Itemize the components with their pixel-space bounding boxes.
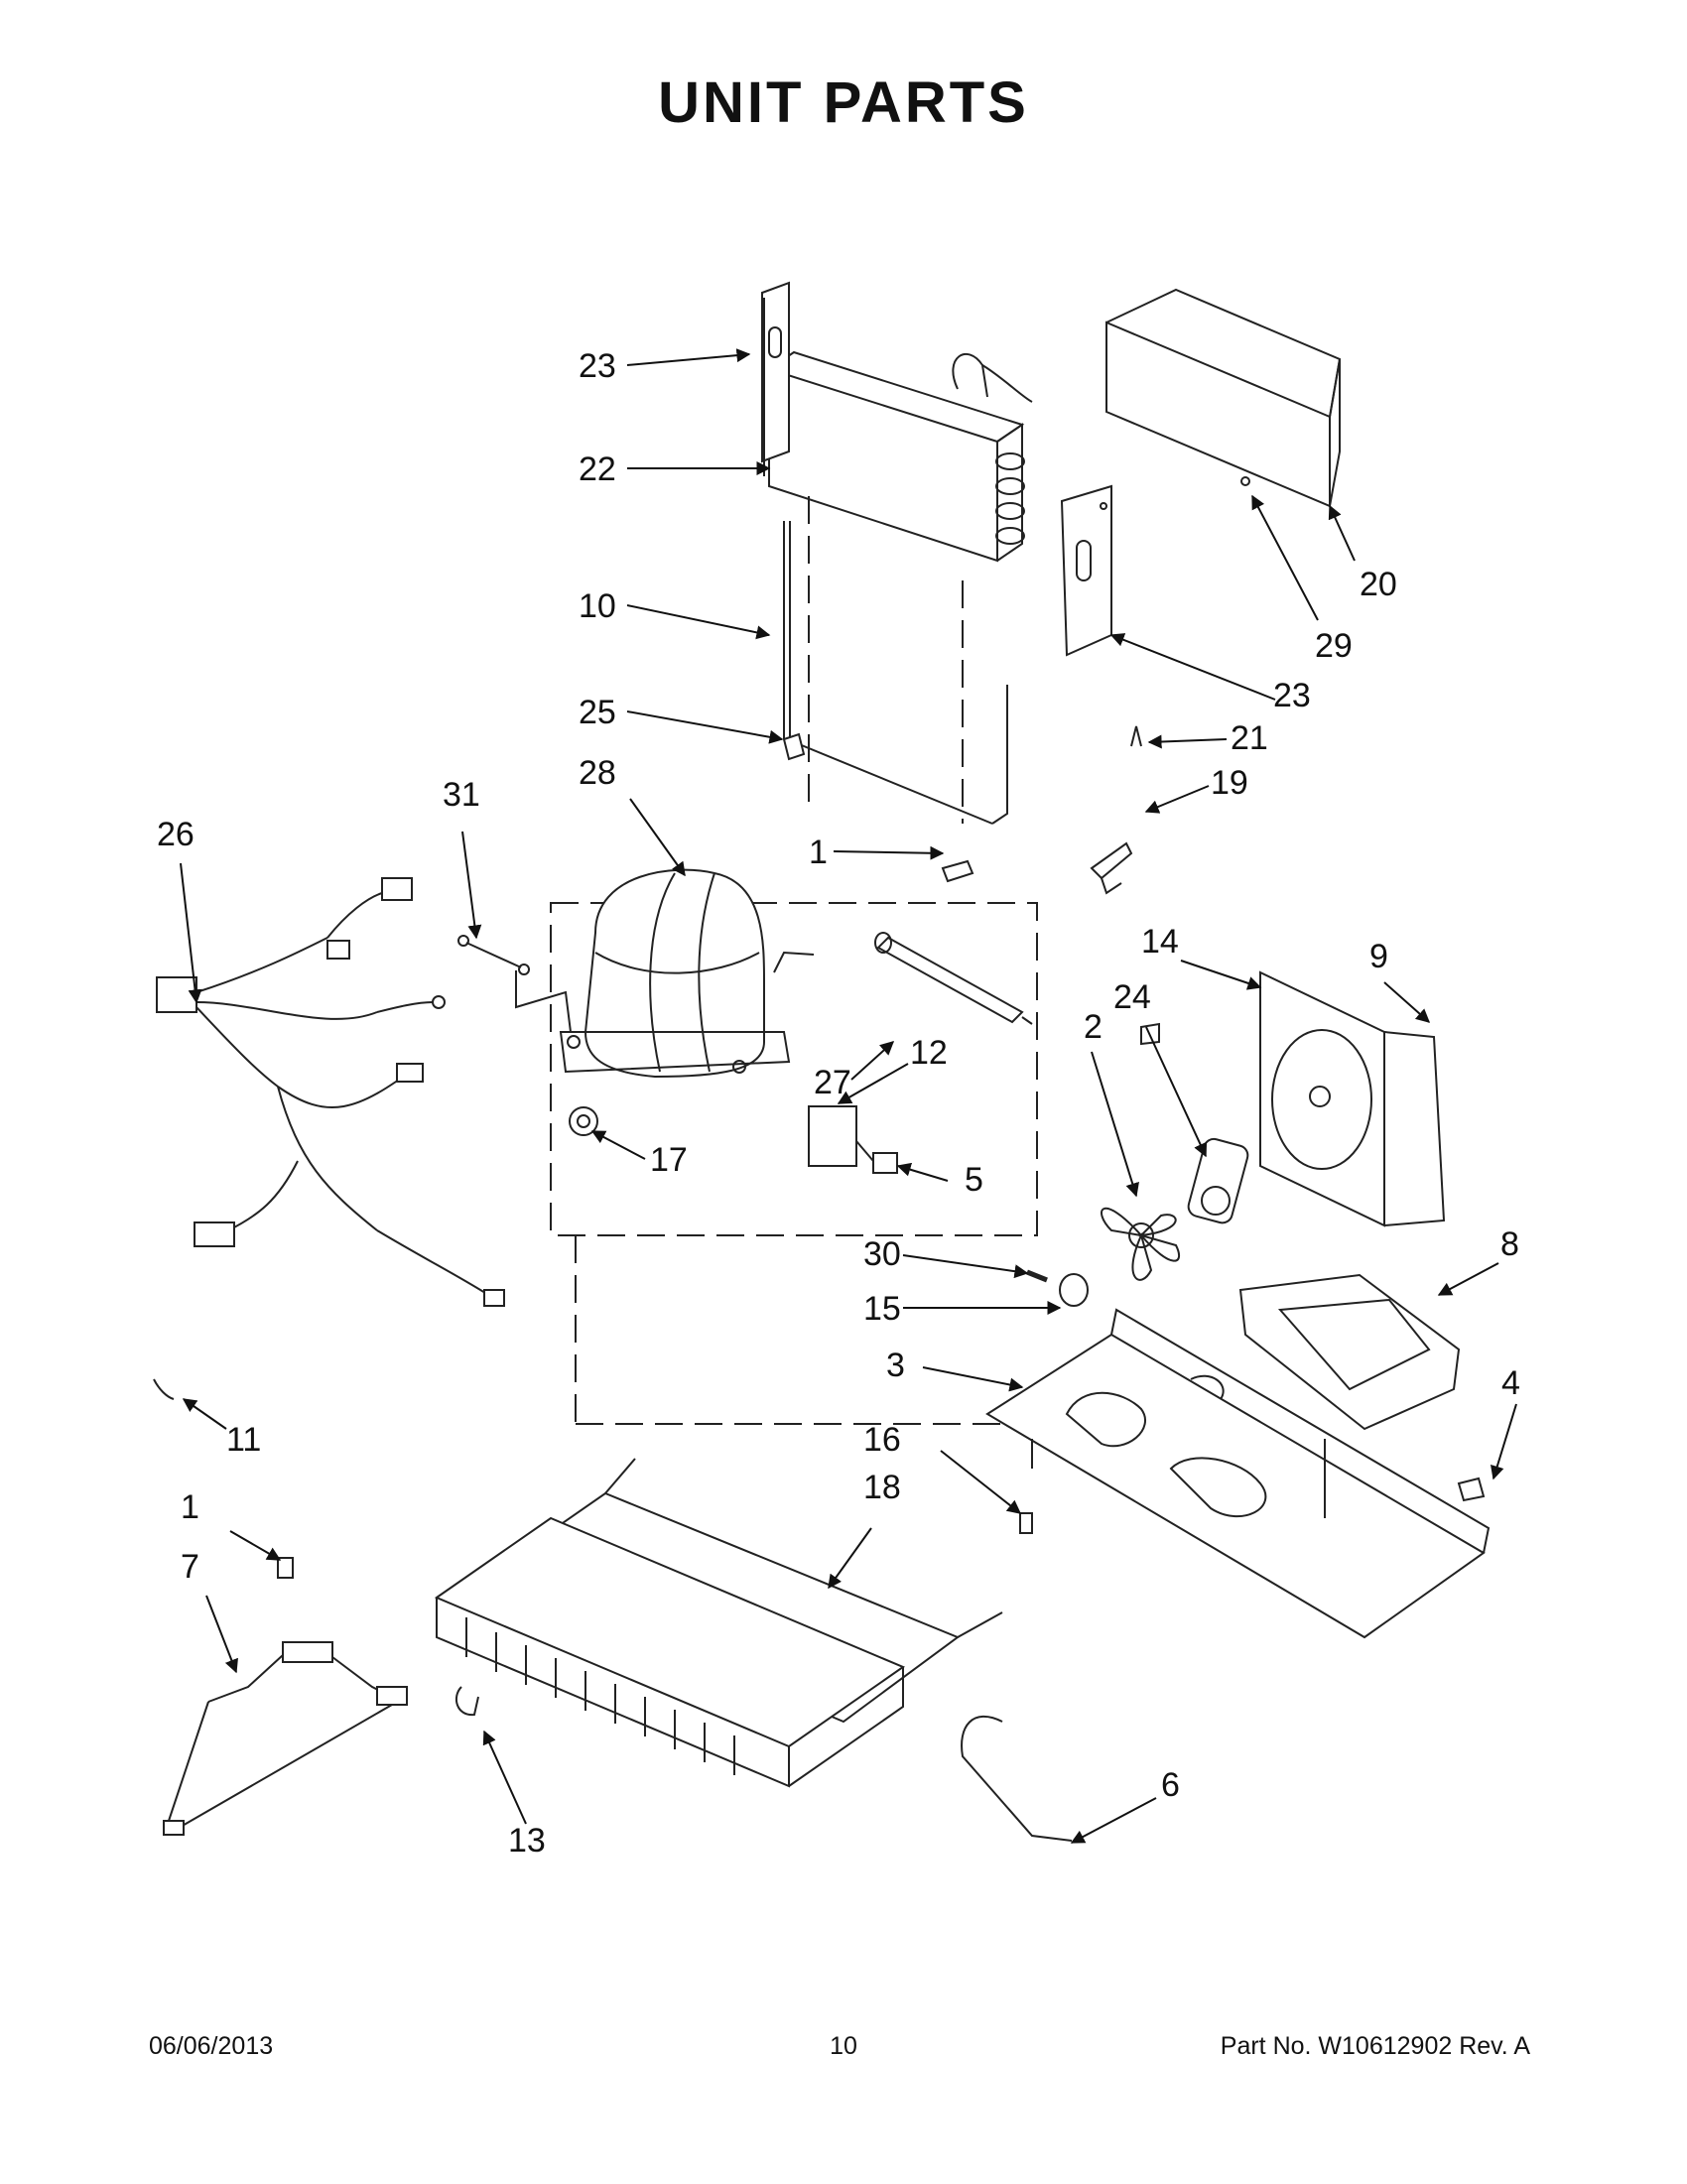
callout-label: 1 <box>809 834 828 871</box>
callout-label: 12 <box>910 1034 948 1072</box>
callout-label: 22 <box>579 450 616 488</box>
unit-base-pan <box>985 1308 1491 1639</box>
condenser-coil <box>434 1458 1003 1788</box>
condenser-fan-motor <box>1187 1137 1249 1224</box>
callout-label: 11 <box>226 1421 261 1459</box>
evaporator-coil <box>768 350 1033 563</box>
callout-label: 28 <box>579 754 616 792</box>
callout-label: 18 <box>863 1469 901 1506</box>
callout-label: 27 <box>814 1064 851 1101</box>
evaporator-cover <box>1105 288 1342 508</box>
drain-heater-harness <box>163 1641 408 1836</box>
callout-label: 19 <box>1211 764 1248 802</box>
callout-label: 5 <box>965 1161 983 1199</box>
callout-labels: 23 22 10 25 28 31 26 1 27 12 17 5 14 9 2… <box>157 347 1520 1860</box>
part-number: Part No. W10612902 Rev. A <box>1220 2032 1530 2060</box>
fan-blade <box>1101 1207 1181 1281</box>
callout-label: 24 <box>1113 978 1151 1016</box>
callout-label: 30 <box>863 1235 901 1273</box>
callout-label: 23 <box>579 347 616 385</box>
callout-label: 14 <box>1141 923 1179 961</box>
ground-strap <box>457 935 572 1033</box>
callout-label: 21 <box>1231 719 1268 757</box>
screws <box>277 725 1486 1579</box>
fan-spacer <box>1026 1269 1089 1307</box>
callout-label: 3 <box>886 1347 905 1384</box>
damper-bracket <box>1090 841 1133 895</box>
callout-label: 25 <box>579 694 616 731</box>
water-tube <box>961 1716 1073 1842</box>
alignment-lines <box>550 496 1038 1425</box>
callout-label: 6 <box>1161 1766 1180 1804</box>
callout-label: 9 <box>1369 938 1388 975</box>
compressor <box>559 868 815 1136</box>
filter-drier <box>874 932 1033 1025</box>
callout-label: 16 <box>863 1421 901 1459</box>
evaporator-bracket-right <box>1060 484 1112 657</box>
tube-clip <box>153 1378 175 1400</box>
callout-label: 17 <box>650 1141 688 1179</box>
callout-label: 31 <box>443 776 480 814</box>
fan-bracket <box>1238 1273 1461 1431</box>
page-title: UNIT PARTS <box>658 70 1029 135</box>
callout-label: 10 <box>579 587 616 625</box>
callout-label: 20 <box>1360 566 1397 603</box>
callout-leaders <box>180 348 1517 1844</box>
start-relay <box>808 1105 898 1174</box>
callout-label: 23 <box>1273 677 1311 714</box>
revision-date: 06/06/2013 <box>149 2032 274 2060</box>
callout-label: 15 <box>863 1290 901 1328</box>
defrost-thermostat <box>782 521 1008 825</box>
condenser-clip <box>454 1686 479 1717</box>
page-number: 10 <box>830 2032 857 2060</box>
callout-label: 13 <box>508 1822 546 1860</box>
callout-label: 7 <box>181 1548 199 1586</box>
evaporator-bracket-left <box>761 281 790 476</box>
callout-label: 2 <box>1084 1008 1103 1046</box>
callout-label: 1 <box>181 1488 199 1526</box>
callout-label: 26 <box>157 816 195 853</box>
fan-shroud <box>1259 970 1446 1227</box>
callout-label: 29 <box>1315 627 1353 665</box>
callout-label: 8 <box>1500 1225 1519 1263</box>
wiring-harness <box>156 877 505 1307</box>
callout-label: 4 <box>1501 1364 1520 1402</box>
